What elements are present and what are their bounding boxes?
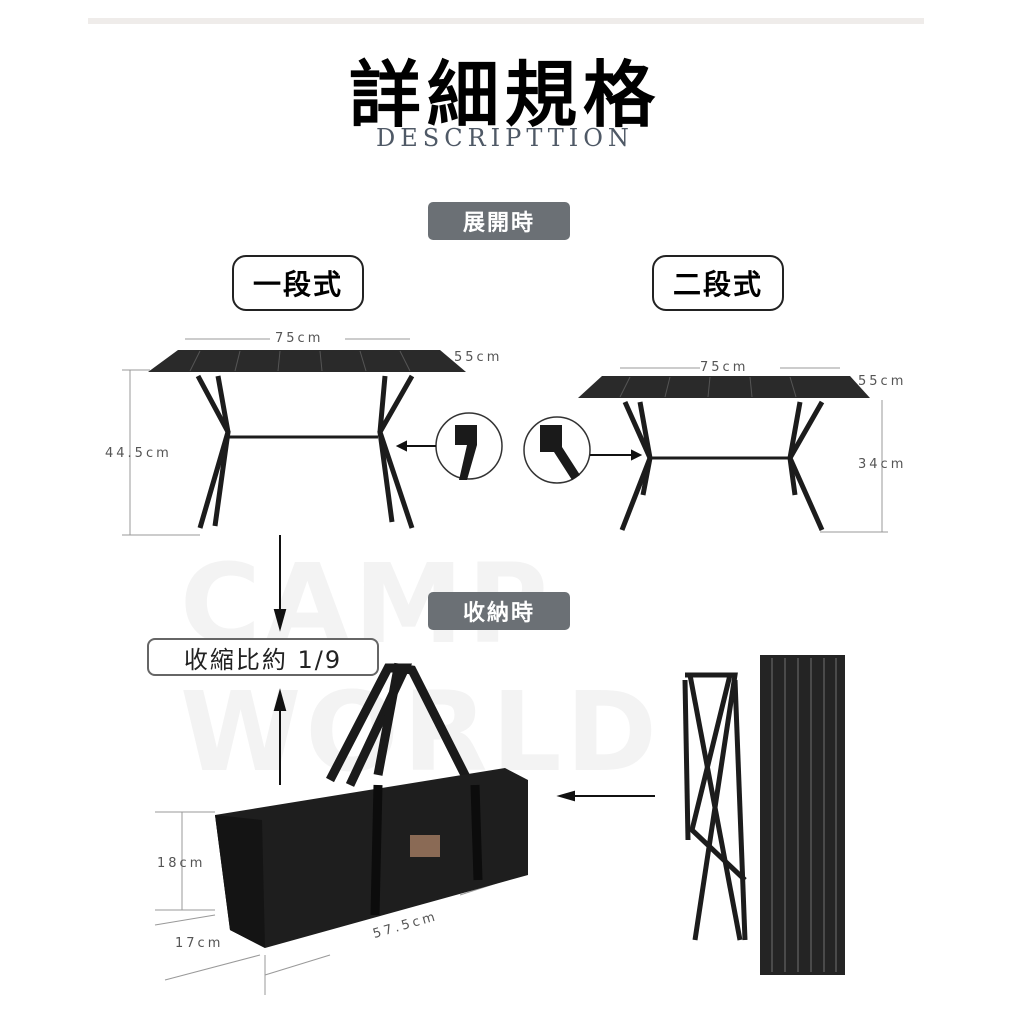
one-stage-width: 75cm: [275, 331, 324, 346]
arrows: [273, 440, 655, 802]
one-stage-height: 44.5cm: [105, 446, 172, 461]
page-title: 詳細規格: [348, 53, 661, 137]
expanded-section-label: 展開時: [428, 202, 570, 240]
storage-bag: [215, 662, 528, 948]
two-stage-height: 34cm: [858, 457, 907, 472]
top-divider: [88, 18, 924, 24]
two-stage-width: 75cm: [700, 360, 749, 375]
bag-height: 18cm: [157, 856, 206, 871]
two-stage-table: [578, 376, 870, 532]
folded-table-parts: [682, 655, 845, 975]
page-subtitle: DESCRIPTTION: [376, 124, 634, 152]
one-stage-table: [148, 350, 466, 529]
one-stage-depth: 55cm: [454, 350, 503, 365]
compression-ratio-label: 收縮比約 1/9: [147, 638, 379, 676]
bag-depth: 17cm: [175, 936, 224, 951]
two-stage-label: 二段式: [652, 255, 784, 311]
joint-detail-circles: [435, 412, 591, 484]
stored-section-label: 收納時: [428, 592, 570, 630]
one-stage-label: 一段式: [232, 255, 364, 311]
two-stage-depth: 55cm: [858, 374, 907, 389]
